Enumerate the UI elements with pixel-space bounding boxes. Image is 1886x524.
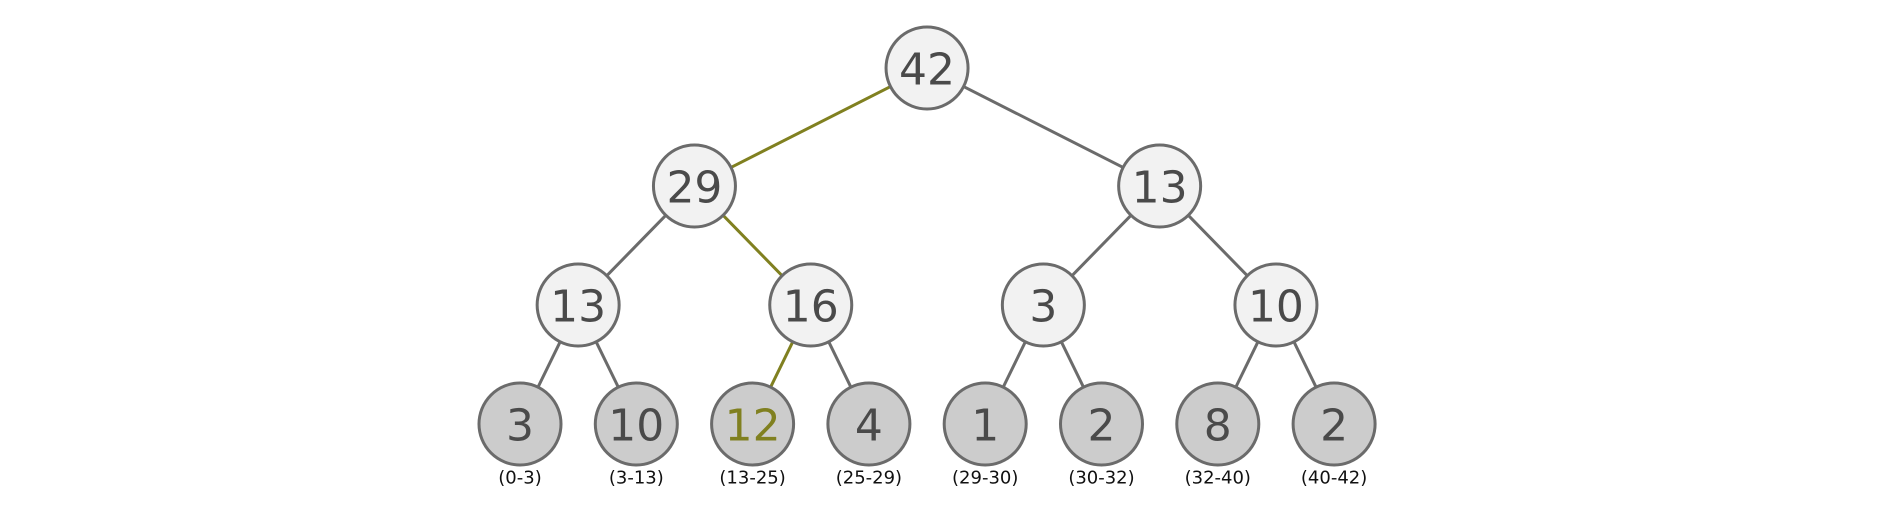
- edge-n5-l5: [1060, 341, 1085, 388]
- node-circle: [826, 381, 912, 467]
- node-circle: [1175, 381, 1261, 467]
- range-label-l3: (25-29): [836, 468, 902, 489]
- node-circle: [942, 381, 1028, 467]
- node-circle: [710, 381, 796, 467]
- node-circle: [1233, 262, 1319, 348]
- tree-node-n5: 3: [1000, 262, 1086, 348]
- node-value: 16: [783, 282, 839, 333]
- leaf-node-l1: 10: [593, 381, 679, 467]
- leaf-node-l0: 3: [477, 381, 563, 467]
- edge-n0-n2: [962, 85, 1124, 169]
- node-value: 12: [725, 401, 781, 452]
- node-circle: [1291, 381, 1377, 467]
- edge-n2-n6: [1187, 214, 1249, 277]
- node-circle: [651, 143, 737, 229]
- range-label-l1: (3-13): [609, 468, 664, 489]
- edge-n4-l2: [769, 341, 795, 388]
- node-value: 4: [855, 401, 883, 452]
- node-value: 2: [1088, 401, 1116, 452]
- node-value: 10: [1248, 282, 1304, 333]
- edge-n5-l4: [1001, 341, 1027, 388]
- edge-n2-n5: [1070, 214, 1133, 277]
- node-value: 29: [666, 163, 722, 214]
- node-value: 8: [1204, 401, 1232, 452]
- range-label-l6: (32-40): [1185, 468, 1251, 489]
- node-value: 2: [1320, 401, 1348, 452]
- edge-n3-l1: [594, 341, 620, 388]
- edge-n1-n4: [722, 214, 784, 277]
- edge-n1-n3: [605, 214, 667, 277]
- node-value: 3: [506, 401, 534, 452]
- node-value: 1: [971, 401, 999, 452]
- node-value: 10: [608, 401, 664, 452]
- tree-node-n1: 29: [651, 143, 737, 229]
- tree-node-n3: 13: [535, 262, 621, 348]
- range-label-l2: (13-25): [719, 468, 785, 489]
- node-circle: [593, 381, 679, 467]
- range-labels-layer: (0-3) (3-13) (13-25) (25-29) (29-30) (30-32) (…: [498, 468, 1367, 489]
- edge-n0-n1: [730, 85, 892, 169]
- node-circle: [768, 262, 854, 348]
- tree-node-n2: 13: [1117, 143, 1203, 229]
- range-label-l4: (29-30): [952, 468, 1018, 489]
- edge-n6-l6: [1234, 341, 1260, 388]
- range-label-l7: (40-42): [1301, 468, 1367, 489]
- node-circle: [1000, 262, 1086, 348]
- node-circle: [477, 381, 563, 467]
- edge-n4-l3: [827, 341, 853, 388]
- node-circle: [1117, 143, 1203, 229]
- leaf-node-l7: 2: [1291, 381, 1377, 467]
- leaf-node-l2: 12: [710, 381, 796, 467]
- range-label-l0: (0-3): [498, 468, 541, 489]
- leaf-node-l4: 1: [942, 381, 1028, 467]
- leaf-node-l3: 4: [826, 381, 912, 467]
- node-value: 13: [1132, 163, 1188, 214]
- node-circle: [535, 262, 621, 348]
- node-circle: [884, 25, 970, 111]
- edges-layer: [536, 85, 1318, 388]
- node-circle: [1059, 381, 1144, 467]
- node-value: 42: [899, 45, 955, 96]
- edge-n3-l0: [536, 341, 562, 388]
- edge-n6-l7: [1292, 341, 1318, 388]
- node-value: 13: [550, 282, 606, 333]
- leaf-node-l5: 2: [1059, 381, 1144, 467]
- range-label-l5: (30-32): [1068, 468, 1134, 489]
- tree-node-n0: 42: [884, 25, 970, 111]
- tree-node-n4: 16: [768, 262, 854, 348]
- tree-node-n6: 10: [1233, 262, 1319, 348]
- leaf-node-l6: 8: [1175, 381, 1261, 467]
- node-value: 3: [1029, 282, 1057, 333]
